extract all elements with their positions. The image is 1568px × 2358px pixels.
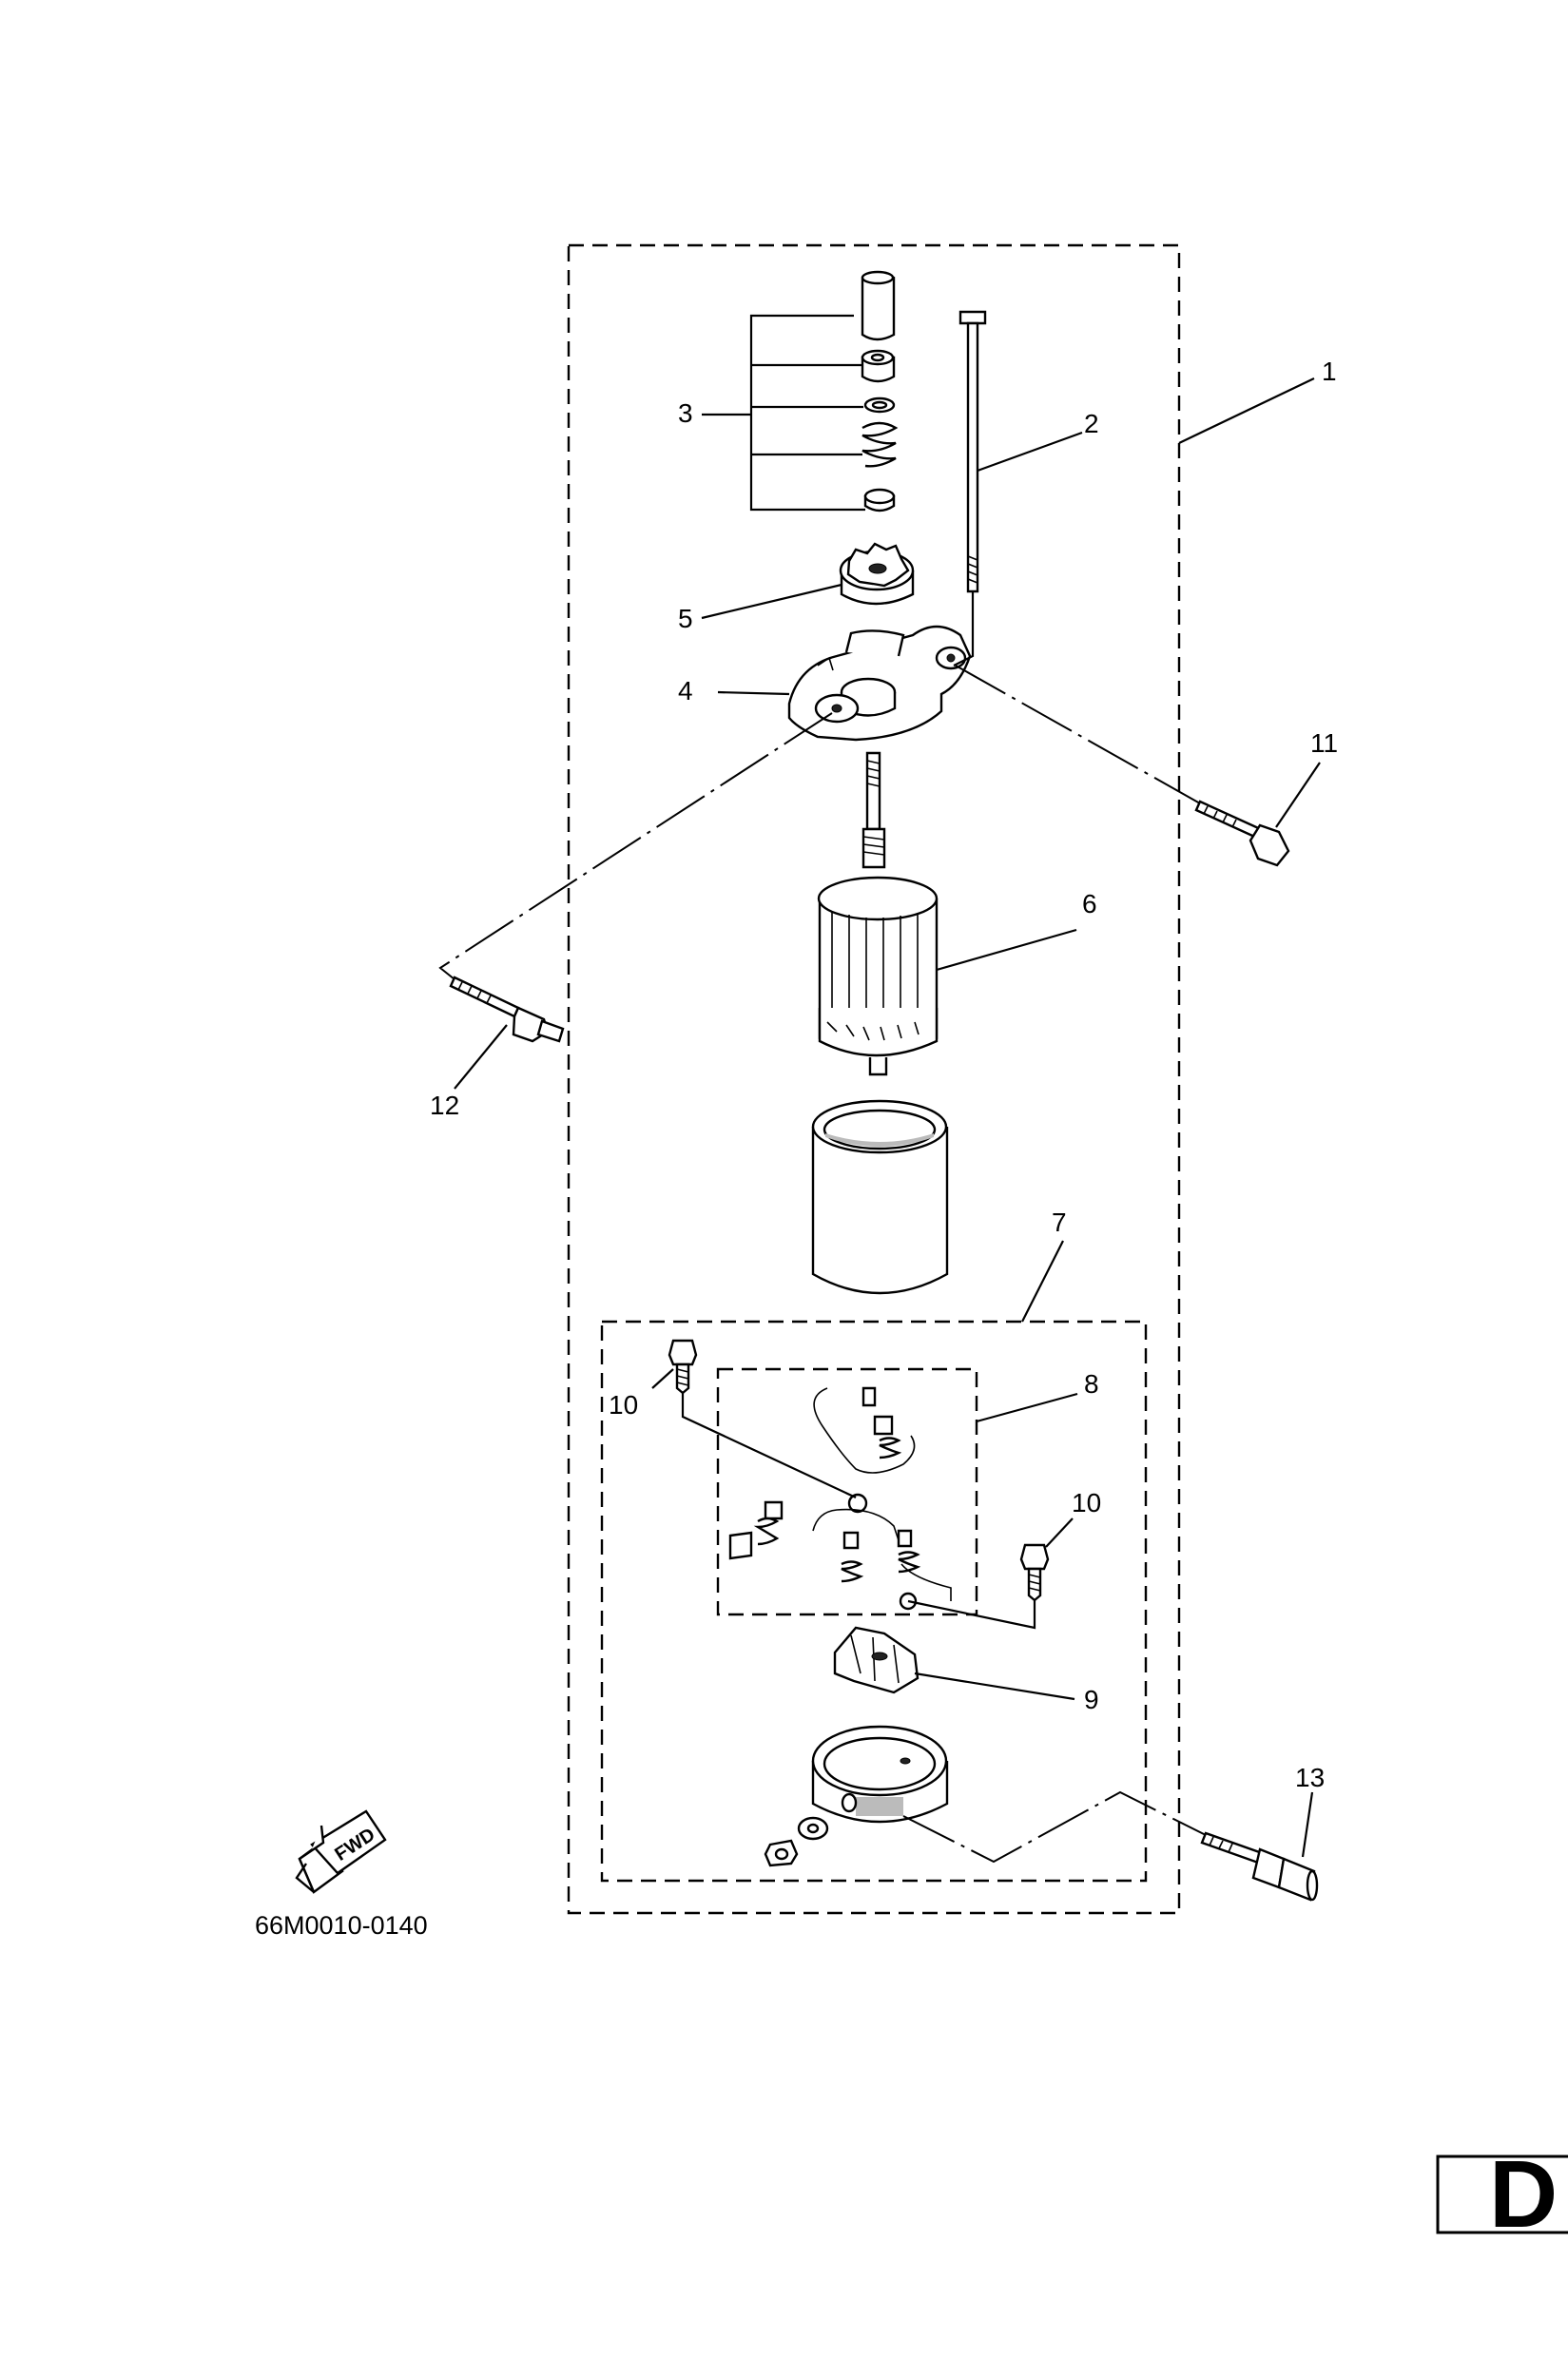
starter-motor-assembly-box bbox=[567, 243, 1181, 1915]
bolt-11-install-line bbox=[955, 665, 1201, 804]
bolt-13 bbox=[1200, 1831, 1319, 1902]
callout-3: 3 bbox=[678, 398, 693, 428]
leader-10-lower bbox=[1045, 1517, 1074, 1548]
leader-10-upper bbox=[651, 1368, 674, 1389]
section-tab: D bbox=[1436, 2141, 1568, 2248]
leader-7 bbox=[1021, 1240, 1064, 1323]
callout-10-lower: 10 bbox=[1072, 1488, 1101, 1517]
bolt-13-install-line bbox=[902, 1790, 1207, 1864]
callout-2: 2 bbox=[1084, 409, 1099, 438]
yoke bbox=[811, 1099, 949, 1295]
brush-holder bbox=[833, 1626, 920, 1694]
diagram-part-code: 66M0010-0140 bbox=[255, 1911, 428, 1940]
bolt-11 bbox=[1194, 800, 1290, 867]
callout-4: 4 bbox=[678, 676, 693, 705]
leader-2 bbox=[977, 431, 1083, 473]
brush-kit bbox=[728, 1386, 952, 1611]
leader-4 bbox=[717, 690, 790, 696]
section-letter: D bbox=[1489, 2141, 1558, 2248]
through-bolt-install-line bbox=[953, 591, 975, 667]
leader-5 bbox=[701, 583, 842, 620]
brush-holder-assembly-box bbox=[716, 1367, 978, 1616]
callout-10-upper: 10 bbox=[609, 1390, 638, 1420]
leader-11 bbox=[1275, 762, 1321, 828]
through-bolt bbox=[958, 310, 987, 593]
washer-and-nut bbox=[764, 1816, 829, 1867]
callout-13: 13 bbox=[1295, 1763, 1325, 1792]
callout-8: 8 bbox=[1084, 1369, 1099, 1399]
pinion-gear bbox=[839, 542, 915, 606]
leader-12 bbox=[454, 1024, 508, 1090]
screw-lower-install-line bbox=[907, 1599, 1036, 1630]
armature bbox=[817, 751, 939, 1076]
stud-bolt-12 bbox=[449, 976, 565, 1043]
screw-upper-install-line bbox=[681, 1393, 857, 1498]
screw-lower bbox=[1019, 1543, 1050, 1602]
callout-7: 7 bbox=[1052, 1208, 1067, 1237]
callout-6: 6 bbox=[1082, 889, 1097, 918]
callout-11: 11 bbox=[1310, 728, 1338, 758]
stud-12-install-line bbox=[438, 712, 833, 980]
front-bracket bbox=[787, 625, 972, 742]
pinion-kit-bracket bbox=[723, 314, 865, 512]
callout-1: 1 bbox=[1322, 357, 1337, 386]
leader-6 bbox=[936, 928, 1077, 972]
lower-bracket-assembly-box bbox=[600, 1320, 1148, 1883]
leader-1 bbox=[1178, 377, 1315, 444]
leader-9 bbox=[914, 1672, 1075, 1701]
leader-13 bbox=[1301, 1791, 1314, 1858]
pinion-stop-kit bbox=[861, 270, 899, 512]
callout-5: 5 bbox=[678, 604, 693, 633]
forward-arrow-icon: FWD bbox=[295, 1809, 387, 1894]
callout-12: 12 bbox=[430, 1091, 459, 1120]
screw-upper bbox=[668, 1339, 698, 1395]
leader-8 bbox=[976, 1392, 1078, 1423]
rear-bracket bbox=[811, 1725, 949, 1824]
callout-9: 9 bbox=[1084, 1685, 1099, 1714]
